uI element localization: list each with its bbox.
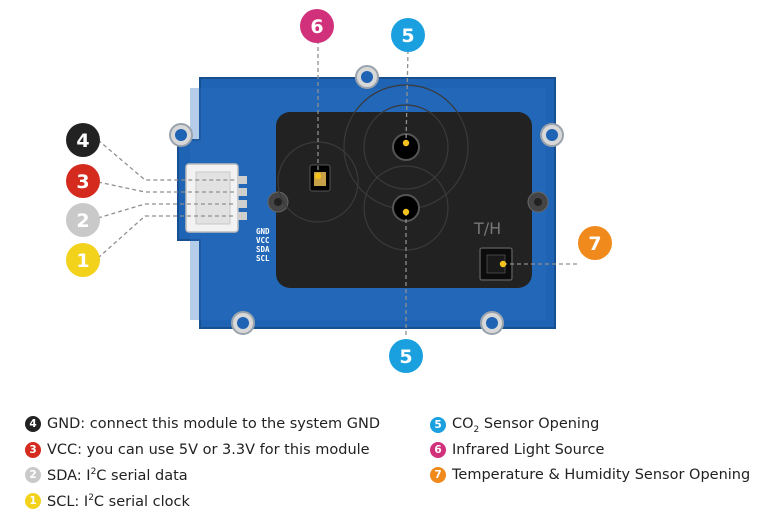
legend-item-gnd: 4 GND: connect this module to the system… bbox=[25, 416, 380, 432]
callout-7: 7 bbox=[578, 226, 612, 260]
th-marking: T/H bbox=[473, 219, 501, 238]
grove-connector bbox=[185, 163, 247, 233]
mounting-holes bbox=[169, 65, 564, 335]
callout-2: 2 bbox=[66, 203, 100, 237]
callout-1: 1 bbox=[66, 243, 100, 277]
legend-badge-5: 5 bbox=[430, 417, 446, 434]
callout-3: 3 bbox=[66, 164, 100, 198]
svg-text:5: 5 bbox=[401, 25, 414, 47]
legend-item-scl: 1 SCL: I2C serial clock bbox=[25, 493, 190, 510]
svg-text:3: 3 bbox=[76, 171, 89, 193]
svg-text:2: 2 bbox=[76, 210, 89, 232]
svg-text:4: 4 bbox=[76, 130, 89, 152]
legend-text-temp-humidity: Temperature & Humidity Sensor Opening bbox=[452, 467, 751, 483]
legend-badge-1: 1 bbox=[25, 493, 41, 510]
pin-labels: GND VCC SDA SCL bbox=[256, 227, 270, 263]
legend-item-co2: 5 CO2 Sensor Opening bbox=[430, 416, 599, 435]
legend-item-infrared: 6 Infrared Light Source bbox=[430, 442, 604, 458]
leader-lines bbox=[97, 40, 578, 338]
pin-label-vcc: VCC bbox=[256, 236, 270, 245]
legend-badge-3: 3 bbox=[25, 442, 41, 458]
legend-badge-4: 4 bbox=[25, 416, 41, 432]
legend-badge-6: 6 bbox=[430, 442, 446, 458]
sensor-module: T/H bbox=[267, 84, 549, 288]
legend-text-scl: SCL: I2C serial clock bbox=[47, 493, 190, 510]
legend-text-gnd: GND: connect this module to the system G… bbox=[47, 416, 381, 432]
pin-label-scl: SCL bbox=[256, 254, 270, 263]
legend-badge-2: 2 bbox=[25, 467, 41, 484]
svg-text:1: 1 bbox=[76, 250, 89, 272]
callout-5-top: 5 bbox=[391, 18, 425, 52]
callout-4: 4 bbox=[66, 123, 100, 157]
legend-text-sda: SDA: I2C serial data bbox=[47, 467, 188, 484]
legend-item-sda: 2 SDA: I2C serial data bbox=[25, 467, 188, 484]
legend-item-vcc: 3 VCC: you can use 5V or 3.3V for this m… bbox=[25, 442, 370, 458]
svg-text:6: 6 bbox=[310, 16, 323, 38]
svg-text:7: 7 bbox=[588, 233, 601, 255]
svg-text:5: 5 bbox=[399, 346, 412, 368]
callout-6: 6 bbox=[300, 9, 334, 43]
pin-label-gnd: GND bbox=[256, 227, 270, 236]
legend-badge-7: 7 bbox=[430, 467, 446, 483]
callout-5-bottom: 5 bbox=[389, 339, 423, 373]
legend-text-infrared: Infrared Light Source bbox=[452, 442, 605, 458]
legend-item-temp-humidity: 7 Temperature & Humidity Sensor Opening bbox=[430, 467, 750, 483]
legend-text-vcc: VCC: you can use 5V or 3.3V for this mod… bbox=[47, 442, 370, 458]
pin-label-sda: SDA bbox=[256, 245, 270, 254]
target-dots bbox=[314, 139, 507, 268]
legend-text-co2: CO2 Sensor Opening bbox=[452, 416, 600, 435]
